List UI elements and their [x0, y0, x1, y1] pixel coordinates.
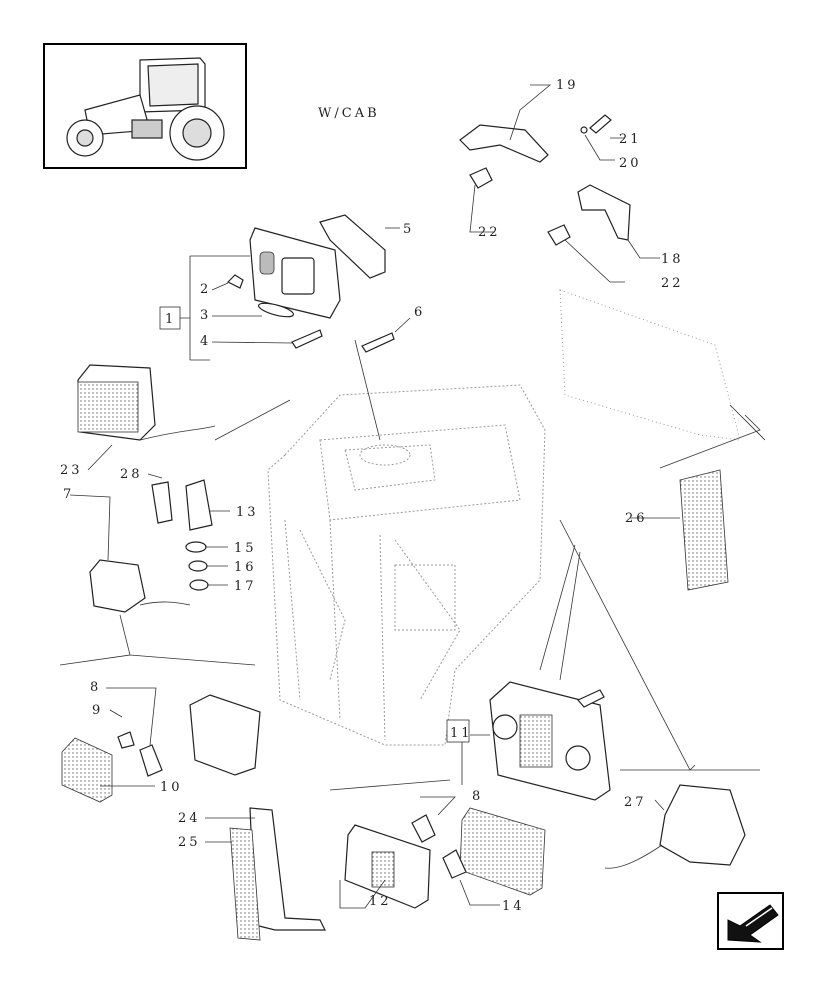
part-washer-20 — [580, 126, 588, 134]
part-bracket-24 — [249, 807, 326, 931]
callout-13: 13 — [236, 505, 259, 520]
callout-20: 20 — [619, 156, 642, 171]
callout-26: 26 — [625, 511, 648, 526]
callout-15: 15 — [234, 541, 257, 556]
callout-12: 12 — [369, 894, 392, 909]
callout-24: 24 — [178, 811, 201, 826]
callout-11: 11 — [450, 726, 473, 741]
callout-21: 21 — [619, 132, 642, 147]
part-lamp-12 — [344, 824, 431, 909]
callout-22b: 22 — [661, 276, 684, 291]
part-screw-4 — [291, 329, 323, 349]
window-pane — [559, 289, 741, 441]
callout-labels: 1 2 3 4 5 6 7 8 8 9 10 11 12 13 14 15 16… — [60, 78, 684, 914]
part-lamp-1 — [249, 227, 341, 319]
part-bulb-8a — [139, 744, 163, 777]
part-reflector-26 — [679, 469, 729, 591]
part-16 — [188, 560, 208, 572]
variant-label: W/CAB — [318, 106, 380, 121]
part-15 — [185, 541, 207, 553]
callout-28: 28 — [120, 467, 143, 482]
callout-box-1 — [159, 306, 181, 330]
callout-17: 17 — [234, 579, 257, 594]
part-bracket-5 — [319, 214, 386, 279]
part-17 — [189, 579, 209, 591]
arrow-back-icon[interactable] — [717, 892, 784, 950]
tractor-thumbnail-icon[interactable] — [43, 43, 247, 169]
part-lens-3 — [257, 302, 295, 318]
callout-22a: 22 — [478, 225, 501, 240]
callout-27: 27 — [624, 795, 647, 810]
part-rearlamp-11 — [489, 681, 611, 801]
part-screw-6 — [361, 332, 395, 353]
callout-25: 25 — [178, 835, 201, 850]
callout-5: 5 — [403, 222, 414, 237]
part-bulb-2 — [226, 274, 244, 289]
part-cover-18 — [577, 184, 631, 241]
callout-23: 23 — [60, 463, 83, 478]
callout-6: 6 — [414, 305, 425, 320]
callout-8b: 8 — [472, 789, 483, 804]
part-lamp-27 — [604, 784, 746, 869]
callout-3: 3 — [200, 308, 211, 323]
part-bulb-8b — [411, 814, 436, 843]
callout-19: 19 — [556, 78, 579, 93]
part-housing — [189, 694, 261, 776]
callout-10: 10 — [160, 780, 183, 795]
part-screw-21 — [589, 114, 612, 134]
part-housing-14 — [459, 807, 546, 896]
callout-14: 14 — [502, 899, 525, 914]
part-worklamp-23 — [77, 364, 216, 441]
part-28 — [151, 481, 173, 524]
part-bulb-8c — [442, 849, 467, 879]
callout-8a: 8 — [90, 680, 101, 695]
part-lamp-7 — [89, 559, 191, 613]
part-reflector-25 — [229, 827, 261, 941]
part-lamp-10 — [61, 737, 113, 803]
part-knob-22b — [547, 224, 571, 246]
callout-18: 18 — [661, 252, 684, 267]
part-lamp-19 — [459, 124, 549, 163]
callout-7: 7 — [63, 487, 74, 502]
part-13 — [185, 479, 213, 531]
part-knob-22a — [469, 167, 493, 189]
callout-9: 9 — [92, 703, 103, 718]
cab-outline — [267, 384, 546, 746]
callout-2: 2 — [200, 282, 211, 297]
part-bulb-9 — [117, 731, 135, 749]
callout-box-11 — [446, 719, 470, 743]
callout-16: 16 — [234, 560, 257, 575]
callout-4: 4 — [200, 334, 211, 349]
leader-lines — [59, 84, 766, 909]
callout-1: 1 — [165, 312, 176, 327]
